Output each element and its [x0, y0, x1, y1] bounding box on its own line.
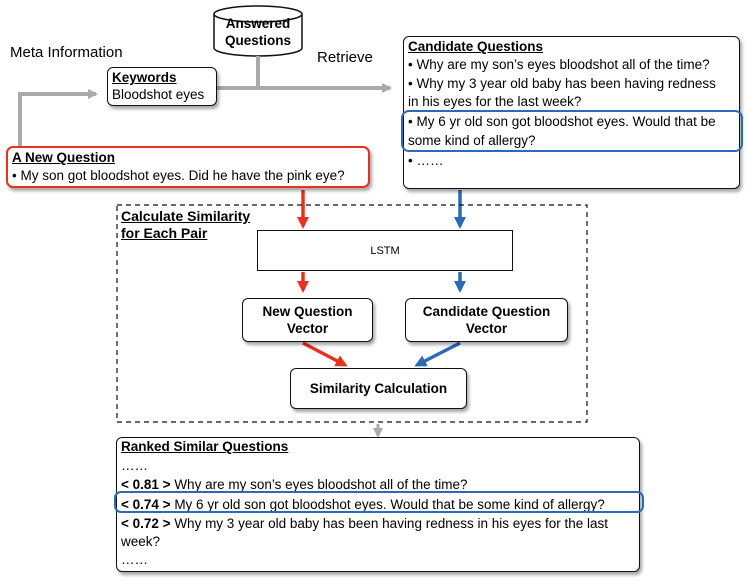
- candidate-item: • Why are my son’s eyes bloodshot all of…: [408, 57, 710, 72]
- candidate-item: • My 6 yr old son got bloodshot eyes. Wo…: [408, 114, 716, 129]
- ranked-highlight: [114, 491, 644, 513]
- new-question-text: • My son got bloodshot eyes. Did he have…: [12, 168, 345, 183]
- candidate-questions-box: Candidate Questions • Why are my son’s e…: [403, 36, 740, 189]
- lstm-label: LSTM: [370, 245, 400, 257]
- similarity-title-line1: Calculate Similarity: [121, 208, 251, 224]
- ranked-dots-bottom: ……: [121, 552, 148, 567]
- similarity-calculation-label: Similarity Calculation: [309, 381, 448, 396]
- retrieve-label: Retrieve: [317, 49, 373, 66]
- keywords-title: Keywords: [112, 70, 177, 85]
- answered-questions-line1: Answered: [225, 16, 291, 31]
- ranked-title: Ranked Similar Questions: [121, 439, 289, 454]
- cand-vector-line1: Candidate Question: [422, 304, 551, 319]
- new-vector-line1: New Question: [262, 304, 353, 319]
- database-icon: [213, 5, 303, 57]
- cand-vector-line2: Vector: [465, 321, 508, 336]
- similarity-container: [116, 204, 588, 423]
- ranked-row-cont: week?: [121, 534, 161, 549]
- new-vector-line2: Vector: [286, 321, 329, 336]
- red-flow-arrows: [297, 190, 348, 367]
- ranked-row: < 0.81 > Why are my son’s eyes bloodshot…: [121, 477, 468, 492]
- keywords-box: Keywords Bloodshot eyes: [107, 67, 217, 106]
- keywords-value: Bloodshot eyes: [112, 87, 205, 102]
- meta-information-label: Meta Information: [10, 44, 123, 61]
- ranked-row: < 0.74 > My 6 yr old son got bloodshot e…: [121, 497, 605, 512]
- candidate-item-cont: some kind of allergy?: [408, 133, 536, 148]
- new-question-vector-box: New Question Vector: [242, 298, 373, 342]
- new-question-box: A New Question • My son got bloodshot ey…: [6, 146, 370, 188]
- similarity-title-line2: for Each Pair: [121, 225, 208, 241]
- ranked-questions-box: Ranked Similar Questions …… < 0.81 > Why…: [116, 437, 640, 572]
- blue-flow-arrows: [414, 190, 466, 367]
- candidate-question-vector-box: Candidate Question Vector: [405, 298, 568, 342]
- gray-connectors: [18, 56, 392, 438]
- lstm-box: LSTM: [257, 230, 513, 271]
- candidate-item-cont: in his eyes for the last week?: [408, 94, 582, 109]
- answered-questions-line2: Questions: [224, 33, 291, 48]
- ranked-row: < 0.72 > Why my 3 year old baby has been…: [121, 516, 609, 531]
- ranked-dots-top: ……: [121, 458, 148, 473]
- new-question-title: A New Question: [12, 150, 116, 165]
- similarity-calculation-box: Similarity Calculation: [290, 368, 467, 409]
- candidate-item: • Why my 3 year old baby has been having…: [408, 76, 716, 91]
- candidate-item: • ……: [408, 153, 444, 168]
- candidate-questions-title: Candidate Questions: [408, 39, 544, 54]
- candidate-highlight: [401, 110, 743, 152]
